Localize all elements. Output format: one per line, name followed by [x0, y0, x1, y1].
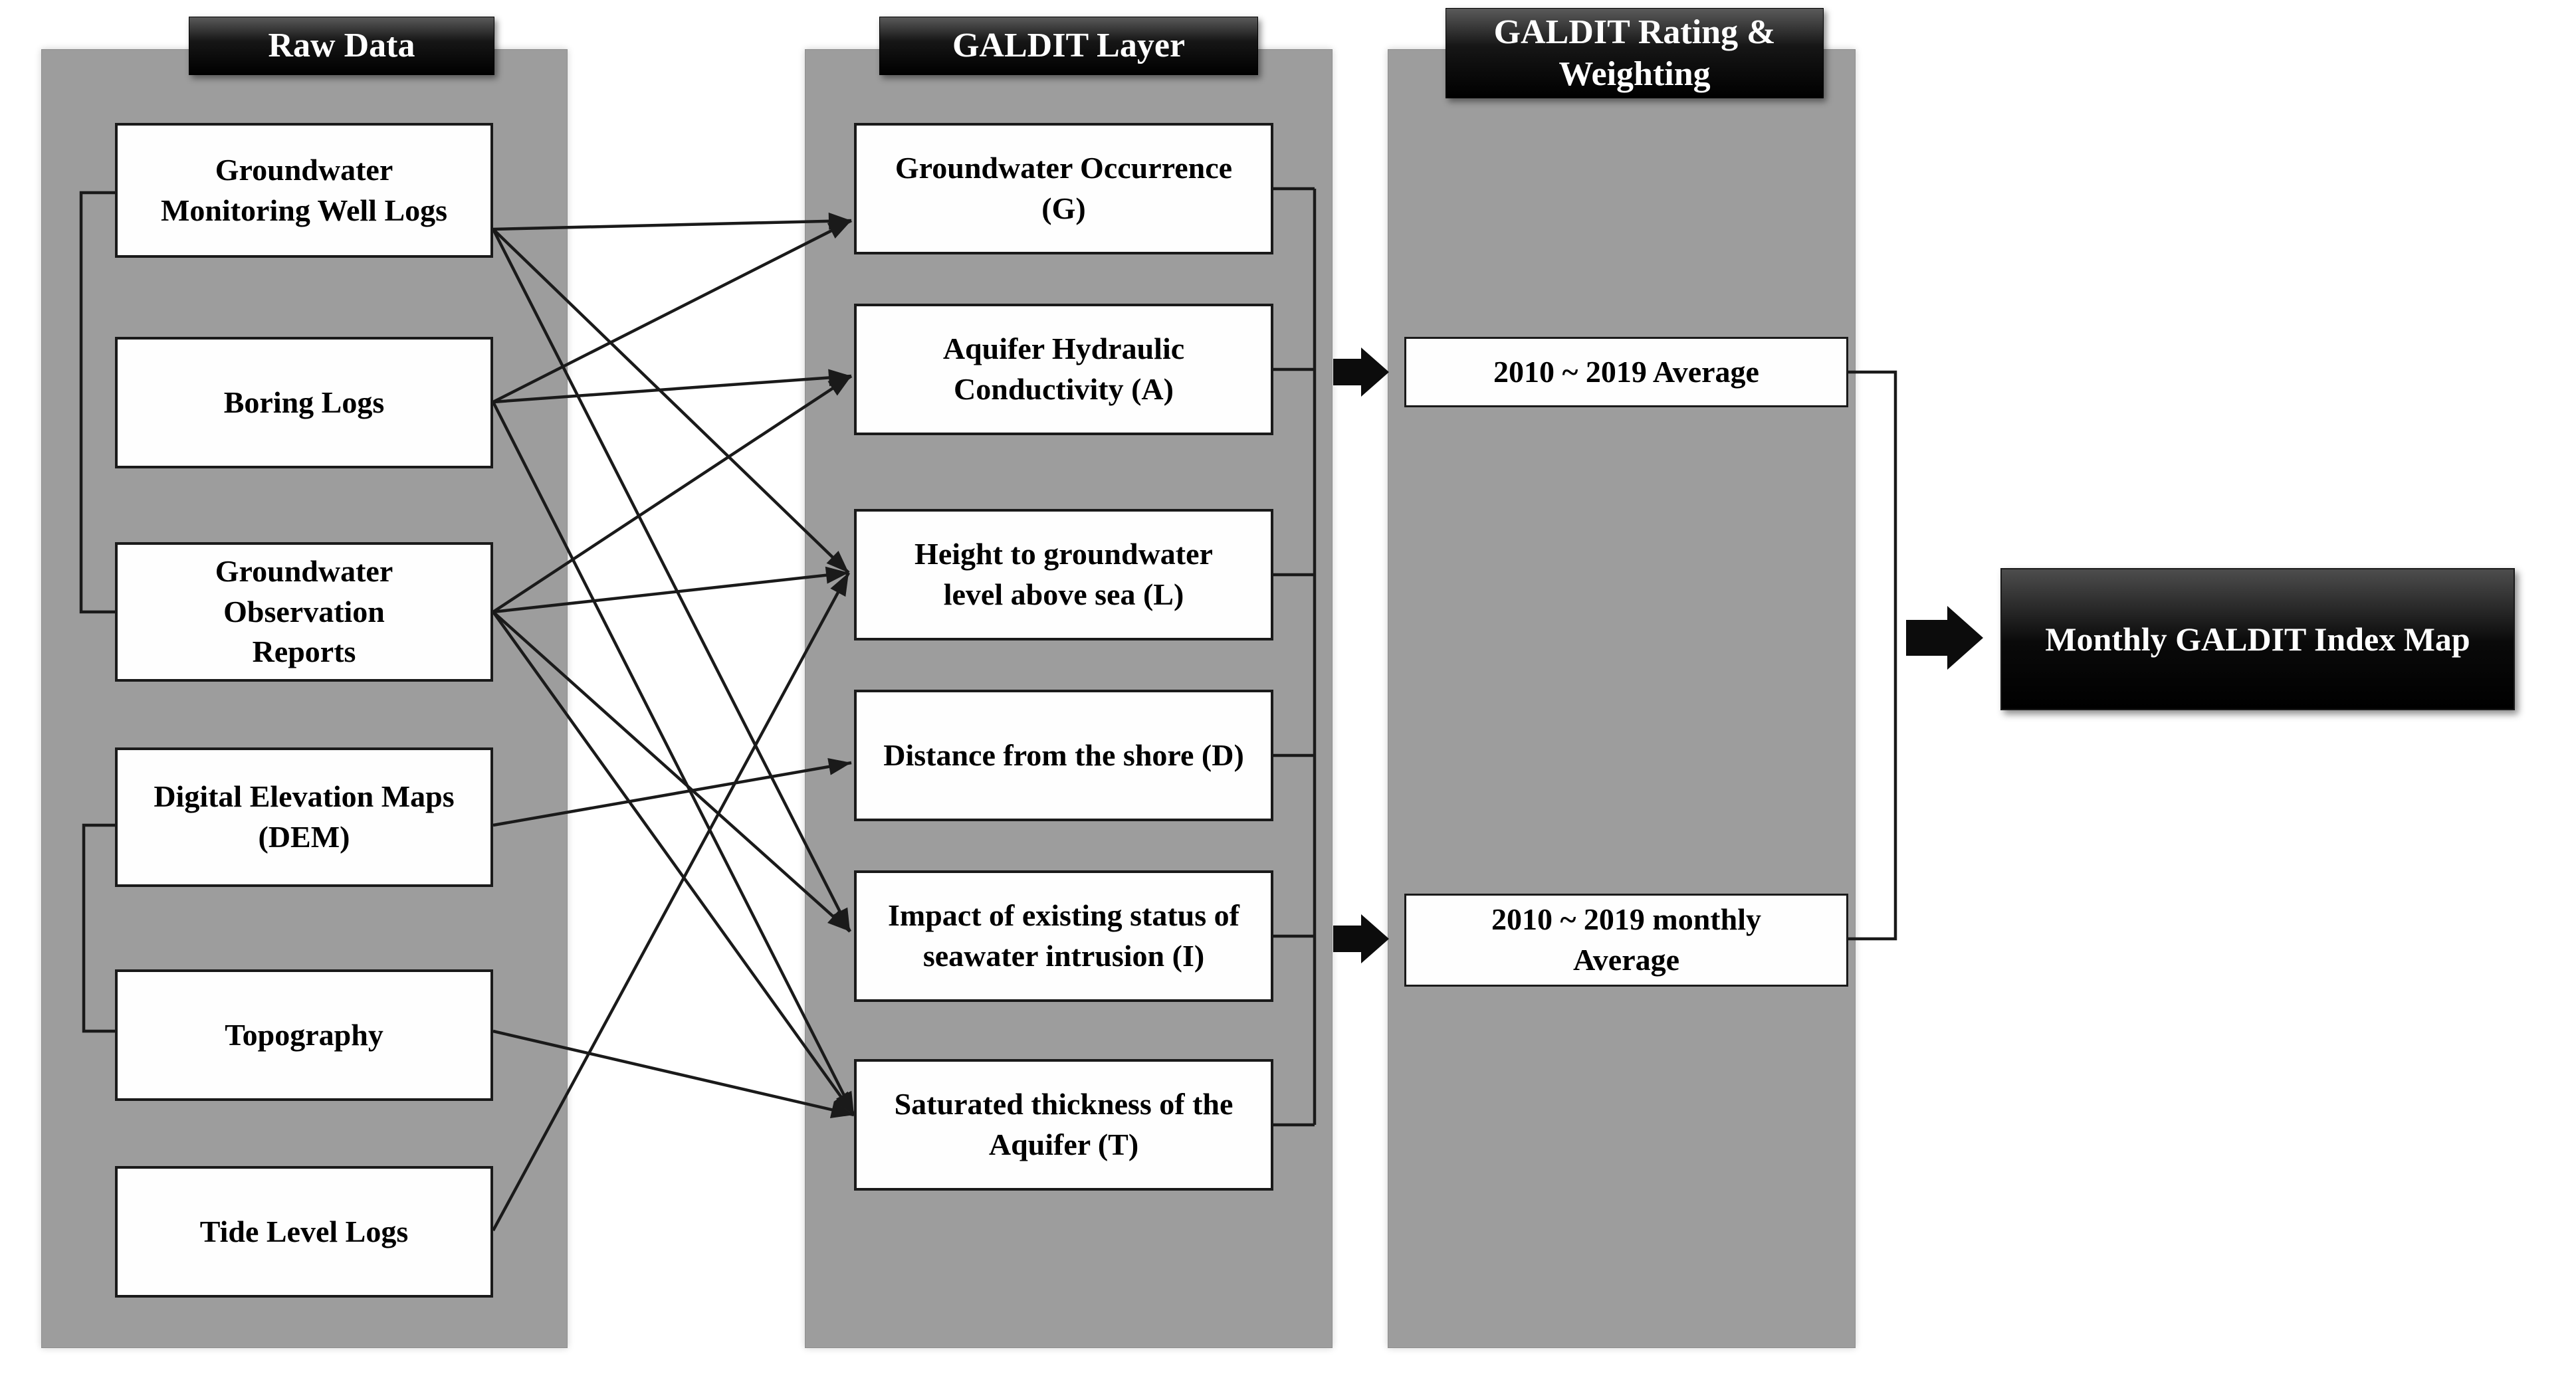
- arrow-raw-3-to-I-arrowhead: [827, 910, 850, 932]
- bracket-rating-boxes: [1848, 370, 1897, 941]
- box-label: Saturated thickness of the Aquifer (T): [894, 1087, 1234, 1161]
- box-aquifer-hydraulic-conductivity-A: Aquifer Hydraulic Conductivity (A): [854, 304, 1273, 435]
- box-height-groundwater-level-L: Height to groundwater level above sea (L…: [854, 509, 1273, 640]
- box-label: 2010 ~ 2019 monthly Average: [1491, 902, 1761, 977]
- box-label: Distance from the shore (D): [883, 737, 1244, 772]
- arrow-raw-2-to-T: [491, 401, 856, 1116]
- bracket-dem-topography: [82, 823, 115, 1033]
- flow-arrow-to-monthly-average: [1333, 914, 1389, 963]
- bracket-well-logs-observation: [79, 191, 115, 614]
- arrow-raw-3-to-I: [492, 611, 851, 933]
- box-groundwater-occurrence-G: Groundwater Occurrence (G): [854, 123, 1273, 254]
- box-groundwater-observation-reports: Groundwater Observation Reports: [115, 542, 493, 682]
- box-topography: Topography: [115, 969, 493, 1101]
- rating-panel: [1388, 49, 1856, 1348]
- arrow-raw-1-to-G: [492, 219, 852, 231]
- box-2010-2019-monthly-average: 2010 ~ 2019 monthly Average: [1404, 894, 1848, 987]
- box-groundwater-monitoring-well-logs: Groundwater Monitoring Well Logs: [115, 123, 493, 258]
- arrow-raw-5-to-T-arrowhead: [829, 1101, 854, 1118]
- box-label: Boring Logs: [223, 385, 385, 419]
- header-rating-weighting: GALDIT Rating & Weighting: [1446, 8, 1824, 98]
- arrow-raw-1-to-I: [491, 228, 852, 933]
- arrow-raw-3-to-L: [492, 571, 849, 614]
- box-2010-2019-average: 2010 ~ 2019 Average: [1404, 337, 1848, 407]
- header-rating-weighting-label: GALDIT Rating & Weighting: [1493, 13, 1776, 93]
- box-label: Aquifer Hydraulic Conductivity (A): [942, 332, 1185, 406]
- header-galdit-layer: GALDIT Layer: [879, 17, 1258, 75]
- arrow-raw-4-to-D-arrowhead: [827, 758, 851, 775]
- box-saturated-thickness-T: Saturated thickness of the Aquifer (T): [854, 1059, 1273, 1191]
- arrow-raw-2-to-A: [492, 374, 852, 404]
- box-tide-level-logs: Tide Level Logs: [115, 1166, 493, 1298]
- arrow-raw-6-to-L: [492, 571, 850, 1232]
- header-raw-data-label: Raw Data: [268, 27, 415, 65]
- box-label: Height to groundwater level above sea (L…: [914, 537, 1213, 611]
- header-raw-data: Raw Data: [189, 17, 494, 75]
- arrow-raw-2-to-G: [492, 219, 853, 404]
- header-galdit-layer-label: GALDIT Layer: [952, 27, 1186, 65]
- arrow-raw-3-to-T: [492, 611, 855, 1116]
- arrow-raw-3-to-A: [492, 375, 853, 613]
- arrow-raw-1-to-L: [492, 228, 850, 574]
- box-label: 2010 ~ 2019 Average: [1493, 354, 1759, 389]
- box-label: Impact of existing status of seawater in…: [888, 898, 1239, 973]
- arrow-raw-3-to-L-arrowhead: [825, 566, 849, 584]
- box-label: Groundwater Observation Reports: [215, 553, 393, 669]
- box-boring-logs: Boring Logs: [115, 337, 493, 468]
- flow-arrow-to-average: [1333, 347, 1389, 397]
- box-label: Groundwater Occurrence (G): [895, 151, 1233, 225]
- arrow-raw-2-to-G-arrowhead: [827, 221, 851, 239]
- box-impact-seawater-intrusion-I: Impact of existing status of seawater in…: [854, 870, 1273, 1002]
- arrow-raw-5-to-T: [492, 1029, 855, 1117]
- output-label: Monthly GALDIT Index Map: [2045, 621, 2470, 658]
- arrow-raw-3-to-T-arrowhead: [833, 1091, 854, 1115]
- box-monthly-galdit-index-map: Monthly GALDIT Index Map: [2000, 568, 2515, 710]
- box-distance-from-shore-D: Distance from the shore (D): [854, 690, 1273, 821]
- box-digital-elevation-maps: Digital Elevation Maps (DEM): [115, 747, 493, 887]
- raw-data-panel: [41, 49, 568, 1348]
- box-label: Topography: [225, 1017, 383, 1052]
- arrow-raw-6-to-L-arrowhead: [830, 573, 849, 597]
- box-label: Tide Level Logs: [199, 1214, 409, 1248]
- arrow-raw-1-to-L-arrowhead: [826, 551, 849, 573]
- box-label: Groundwater Monitoring Well Logs: [160, 152, 448, 227]
- arrow-raw-4-to-D: [492, 761, 852, 827]
- box-label: Digital Elevation Maps (DEM): [154, 779, 455, 854]
- flow-arrow-to-index-map: [1906, 606, 1983, 670]
- arrow-raw-3-to-A-arrowhead: [827, 376, 851, 396]
